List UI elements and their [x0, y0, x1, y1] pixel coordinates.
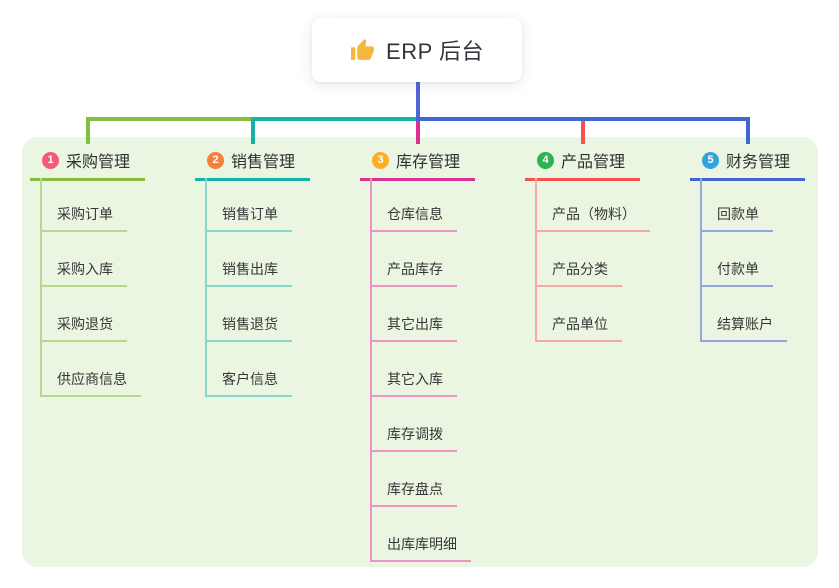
- branches-panel: [22, 137, 818, 567]
- branch-head-finance[interactable]: 5 财务管理: [690, 148, 805, 181]
- leaf-item[interactable]: 销售订单: [205, 205, 292, 232]
- leaf-item[interactable]: 产品分类: [535, 260, 622, 287]
- branch-spine-sales: [205, 178, 207, 397]
- branch-connector-inventory: [416, 121, 420, 144]
- branch-label: 销售管理: [231, 154, 296, 171]
- branch-finance: 5 财务管理回款单付款单结算账户: [690, 0, 839, 588]
- leaf-item[interactable]: 产品库存: [370, 260, 457, 287]
- leaf-item[interactable]: 结算账户: [700, 315, 787, 342]
- branch-label: 财务管理: [726, 154, 791, 171]
- thumbs-up-icon: [350, 38, 375, 63]
- leaf-item[interactable]: 产品（物料）: [535, 205, 650, 232]
- branch-inventory: 3 库存管理仓库信息产品库存其它出库其它入库库存调拨库存盘点出库库明细: [360, 0, 525, 588]
- branch-number-badge: 1: [42, 151, 59, 169]
- leaf-item[interactable]: 销售出库: [205, 260, 292, 287]
- branch-purchase: 1 采购管理采购订单采购入库采购退货供应商信息: [30, 0, 195, 588]
- branch-label: 产品管理: [561, 154, 626, 171]
- leaf-item[interactable]: 付款单: [700, 260, 773, 287]
- branch-product: 4 产品管理产品（物料） 产品分类产品单位: [525, 0, 690, 588]
- branch-sales: 2 销售管理销售订单销售出库销售退货客户信息: [195, 0, 360, 588]
- branch-spine-inventory: [370, 178, 372, 562]
- branch-number-badge: 5: [702, 151, 719, 169]
- bus-segment-sales: [251, 117, 418, 121]
- branch-label: 库存管理: [396, 154, 461, 171]
- leaf-item[interactable]: 其它入库: [370, 370, 457, 397]
- bus-segment-purchase: [86, 117, 253, 121]
- branch-label: 采购管理: [66, 154, 131, 171]
- leaf-item[interactable]: 采购订单: [40, 205, 127, 232]
- branch-number-badge: 3: [372, 151, 389, 169]
- leaf-item[interactable]: 供应商信息: [40, 370, 141, 397]
- bus-segment-finance: [416, 117, 750, 121]
- branch-number-badge: 2: [207, 151, 224, 169]
- branch-connector-purchase: [86, 117, 90, 144]
- leaf-item[interactable]: 产品单位: [535, 315, 622, 342]
- leaf-item[interactable]: 回款单: [700, 205, 773, 232]
- leaf-item[interactable]: 采购入库: [40, 260, 127, 287]
- leaf-item[interactable]: 库存盘点: [370, 480, 457, 507]
- branch-spine-finance: [700, 178, 702, 342]
- leaf-item[interactable]: 销售退货: [205, 315, 292, 342]
- leaf-item[interactable]: 库存调拨: [370, 425, 457, 452]
- branch-head-sales[interactable]: 2 销售管理: [195, 148, 310, 181]
- branch-head-inventory[interactable]: 3 库存管理: [360, 148, 475, 181]
- branch-spine-purchase: [40, 178, 42, 397]
- root-title: ERP 后台: [386, 39, 484, 64]
- root-node[interactable]: ERP 后台: [312, 18, 522, 82]
- branch-connector-finance: [746, 117, 750, 144]
- branch-connector-sales: [251, 117, 255, 144]
- branch-head-purchase[interactable]: 1 采购管理: [30, 148, 145, 181]
- leaf-item[interactable]: 采购退货: [40, 315, 127, 342]
- leaf-item[interactable]: 其它出库: [370, 315, 457, 342]
- branch-spine-product: [535, 178, 537, 342]
- branch-head-product[interactable]: 4 产品管理: [525, 148, 640, 181]
- root-connector: [416, 81, 420, 118]
- branch-number-badge: 4: [537, 151, 554, 169]
- leaf-item[interactable]: 出库库明细: [370, 535, 471, 562]
- leaf-item[interactable]: 客户信息: [205, 370, 292, 397]
- leaf-item[interactable]: 仓库信息: [370, 205, 457, 232]
- branch-connector-product: [581, 121, 585, 144]
